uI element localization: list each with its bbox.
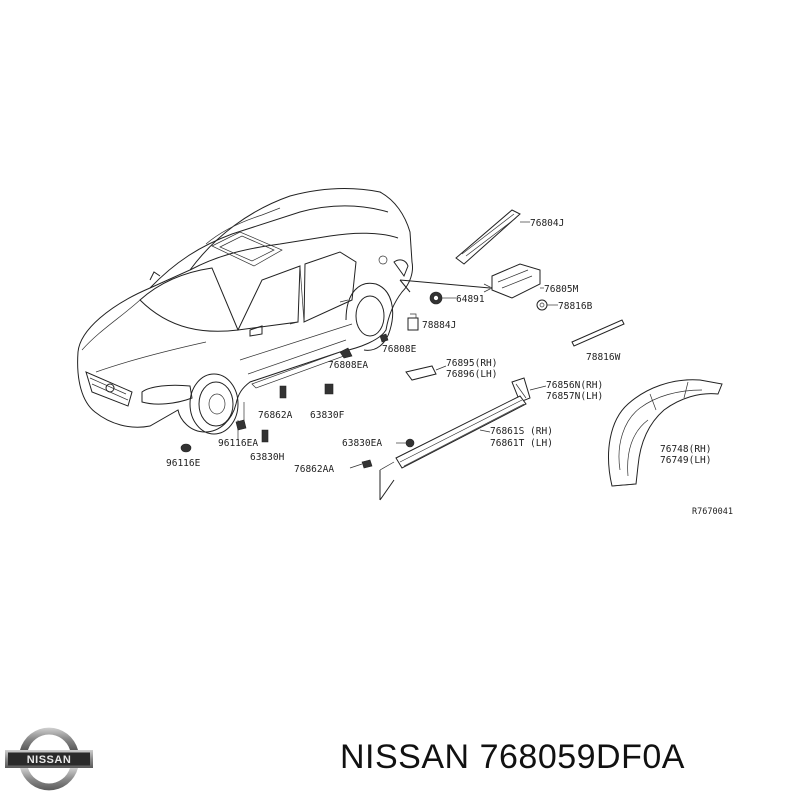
label-78816B: 78816B [558, 301, 593, 312]
part-76805M-bracket [491, 263, 541, 299]
part-76862AA-screw [361, 459, 373, 469]
label-64891: 64891 [456, 294, 485, 305]
label-63830EA: 63830EA [342, 438, 382, 449]
label-76862A: 76862A [258, 410, 293, 421]
part-64891-grommet [429, 291, 443, 305]
label-78816W: 78816W [586, 352, 621, 363]
part-78816W-strip [571, 319, 625, 347]
label-76804J: 76804J [530, 218, 564, 229]
label-96116EA: 96116EA [218, 438, 258, 449]
part-96116EA-clip [235, 419, 247, 431]
label-76808E: 76808E [382, 344, 417, 355]
part-96116E-clip [180, 443, 192, 453]
label-76862AA: 76862AA [294, 464, 334, 475]
part-76808E-clip [379, 333, 389, 343]
part-78884J-clip [407, 313, 419, 331]
label-76895: 76895(RH) [446, 358, 497, 369]
part-76748-fender-protector [608, 379, 723, 487]
part-63830F-clip [324, 383, 334, 395]
label-63830F: 63830F [310, 410, 345, 421]
brand-make: NISSAN [340, 738, 470, 776]
part-76861-sill-molding [395, 395, 527, 469]
label-76748: 76748(RH) [660, 444, 711, 455]
part-78816B-clip [536, 299, 548, 311]
part-76895-molding [405, 365, 437, 381]
nissan-logo-icon: NISSAN [5, 727, 93, 791]
label-63830H: 63830H [250, 452, 285, 463]
label-96116E: 96116E [166, 458, 201, 469]
label-76856N: 76856N(RH) [546, 380, 603, 391]
label-76857N: 76857N(LH) [546, 391, 603, 402]
part-76804J-molding [455, 209, 521, 265]
label-76808EA: 76808EA [328, 360, 368, 371]
part-76808EA-clip [339, 347, 353, 359]
label-76896: 76896(LH) [446, 369, 497, 380]
car-illustration [77, 188, 413, 435]
logo-text: NISSAN [27, 754, 72, 766]
label-78884J: 78884J [422, 320, 456, 331]
part-labels: 76804J 76805M 64891 78816B 78884J 76808E… [166, 218, 733, 517]
label-76749: 76749(LH) [660, 455, 711, 466]
part-76856N-bracket [511, 377, 531, 403]
part-63830EA-clip [405, 438, 415, 448]
part-76862A-screw [279, 385, 287, 399]
figure-code: R7670041 [692, 507, 733, 517]
part-number: 768059DF0A [479, 738, 685, 776]
label-76805M: 76805M [544, 284, 579, 295]
part-63830H-clip [261, 429, 269, 443]
label-76861T: 76861T (LH) [490, 438, 553, 449]
label-76861S: 76861S (RH) [490, 426, 553, 437]
